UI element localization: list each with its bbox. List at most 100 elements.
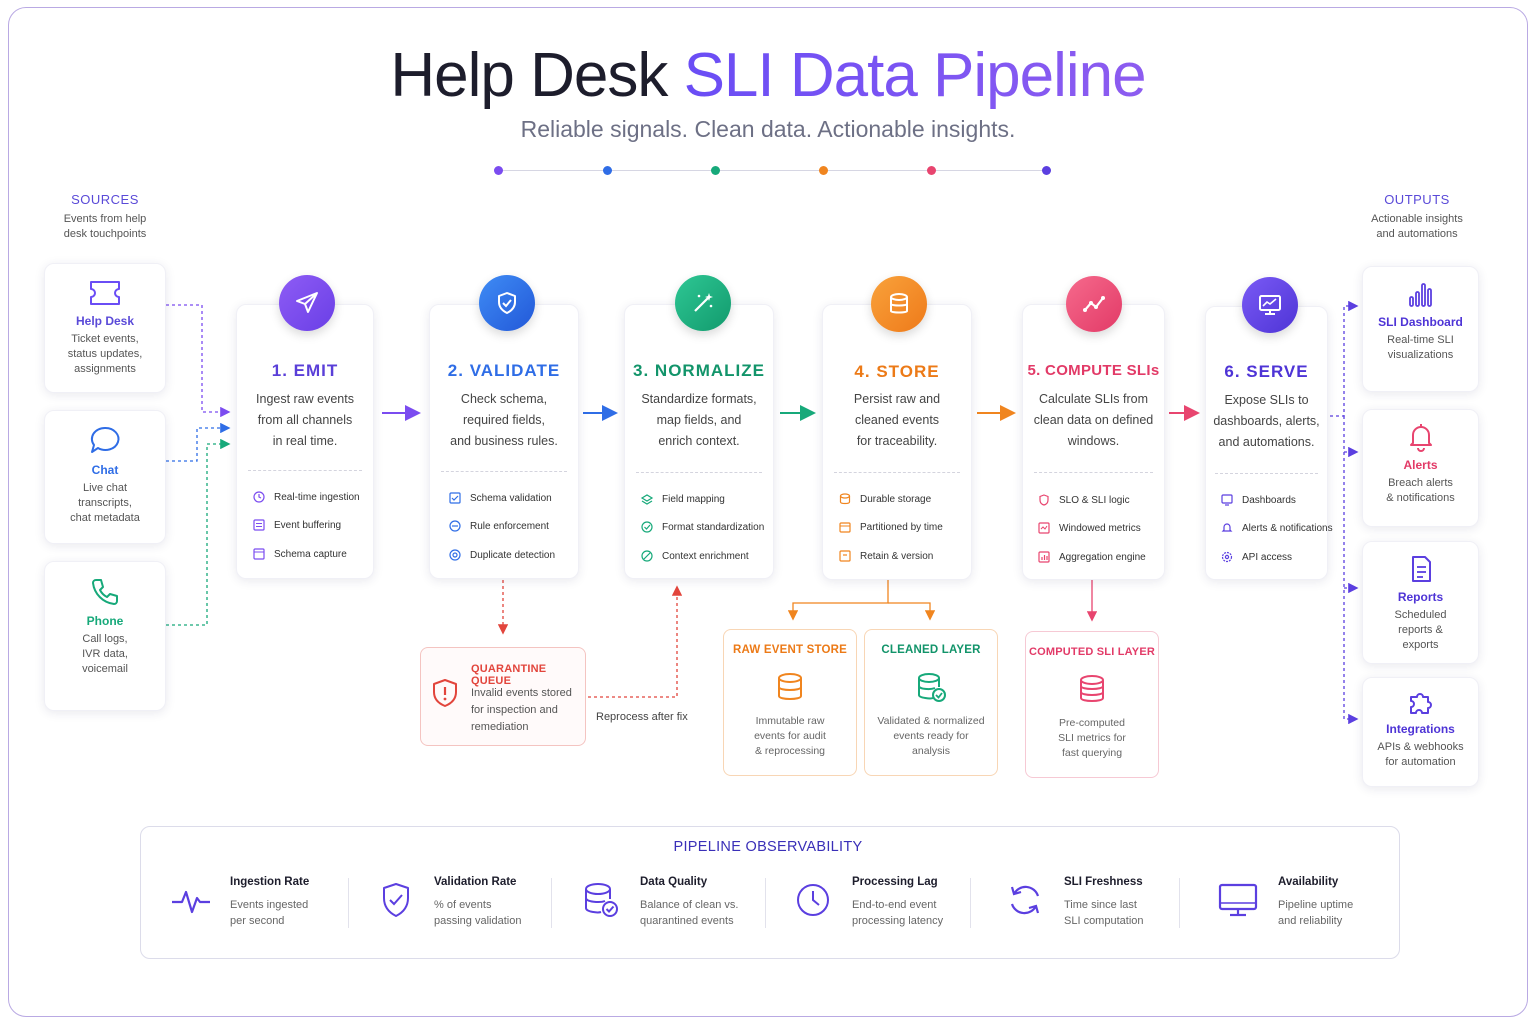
feature-item: Aggregation engine (1037, 550, 1146, 564)
feature-item: Format standardization (640, 520, 764, 534)
observability-panel (140, 826, 1400, 959)
store-to-raw-connector (787, 580, 889, 621)
page-title: Help Desk SLI Data Pipeline (390, 41, 1146, 110)
gear-icon (1220, 550, 1234, 564)
header-dot (927, 166, 936, 175)
clock-icon (252, 490, 266, 504)
stage-title: 6. SERVE (1224, 362, 1309, 381)
source-name: Help Desk (75, 314, 135, 328)
stage-card-store[interactable] (822, 304, 972, 580)
metric-name: Processing Lag (852, 876, 938, 888)
shield-check-icon (479, 275, 535, 331)
phone-connector (166, 438, 231, 626)
output-name: Integrations (1386, 722, 1455, 736)
puzzle-icon (1363, 688, 1478, 716)
shield-icon (1037, 493, 1051, 507)
stage-card-emit[interactable] (236, 304, 374, 579)
pulse-icon (170, 878, 214, 922)
reprocess-connector (588, 585, 683, 698)
database-check-icon (865, 672, 997, 702)
store-to-cleaned-connector (888, 602, 936, 621)
stage-card-validate[interactable] (429, 304, 579, 579)
aggregate-icon (1037, 550, 1051, 564)
stage-card-normalize[interactable] (624, 304, 774, 579)
rule-icon (448, 519, 462, 533)
shield-check-icon (374, 878, 418, 922)
stage-title: 3. NORMALIZE (633, 361, 765, 380)
feature-item: Real-time ingestion (252, 490, 360, 504)
metric-divider (551, 878, 552, 928)
metric-data-quality: Data Quality Balance of clean vs.quarant… (580, 870, 760, 940)
header-dot (603, 166, 612, 175)
metric-divider (765, 878, 766, 928)
metric-name: Ingestion Rate (230, 876, 310, 888)
metric-name: SLI Freshness (1064, 876, 1143, 888)
trend-line-icon (1066, 276, 1122, 332)
stage-divider (441, 471, 567, 472)
layer-title: CLEANED LAYER (881, 644, 981, 656)
feature-item: API access (1220, 550, 1292, 564)
feature-item: Alerts & notifications (1220, 521, 1333, 535)
source-card-help-desk[interactable]: Help Desk Ticket events,status updates,a… (44, 263, 166, 393)
feature-item: Retain & version (838, 549, 933, 563)
stage-card-compute[interactable] (1022, 304, 1165, 580)
metric-divider (970, 878, 971, 928)
stage-divider (1034, 472, 1153, 473)
output-card-alerts[interactable]: Alerts Breach alerts& notifications (1362, 409, 1479, 527)
dashboard-icon (1220, 493, 1234, 507)
source-name: Phone (86, 614, 124, 628)
feature-item: Partitioned by time (838, 520, 943, 534)
stage-title: 2. VALIDATE (447, 361, 561, 380)
stage-card-serve[interactable] (1205, 306, 1328, 580)
window-icon (1037, 521, 1051, 535)
header-dot (1042, 166, 1051, 175)
header-divider (498, 170, 1046, 171)
quarantine-title: QUARANTINE QUEUE (471, 663, 547, 687)
stage-divider (1215, 473, 1318, 474)
buffer-icon (252, 518, 266, 532)
document-icon (1363, 554, 1478, 584)
stage-divider (834, 472, 960, 473)
page-subtitle: Reliable signals. Clean data. Actionable… (520, 116, 1016, 142)
layer-title: COMPUTED SLI LAYER (1028, 646, 1156, 658)
clock-icon (792, 878, 836, 922)
chat-connector (166, 422, 231, 462)
metric-name: Availability (1278, 876, 1339, 888)
output-name: Alerts (1403, 458, 1438, 472)
header-dot (819, 166, 828, 175)
header-dot (494, 166, 503, 175)
phone-icon (45, 576, 165, 608)
source-card-phone[interactable]: Phone Call logs,IVR data,voicemail (44, 561, 166, 711)
database-icon (838, 492, 852, 506)
feature-item: Schema validation (448, 491, 552, 505)
database-check-icon (580, 878, 624, 922)
source-desc: Ticket events,status updates,assignments (67, 333, 143, 375)
feature-item: Windowed metrics (1037, 521, 1141, 535)
database-icon (871, 276, 927, 332)
feature-item: Rule enforcement (448, 519, 549, 533)
chat-bubble-icon (45, 425, 165, 457)
metric-desc: Balance of clean vs.quarantined events (640, 899, 739, 927)
stage-divider (636, 472, 762, 473)
ticket-icon (45, 278, 165, 308)
